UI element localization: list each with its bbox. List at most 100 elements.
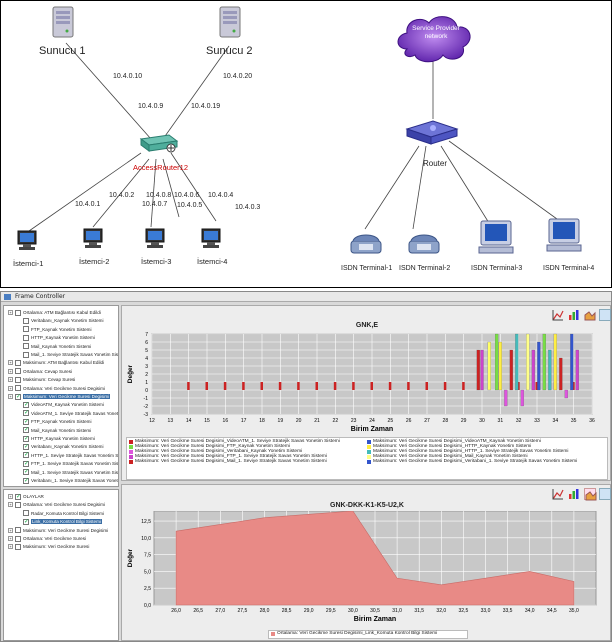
tree-item-label: Ortalama: Veri Gecikme Suresi Degisimi — [23, 385, 105, 391]
expand-toggle-icon[interactable]: + — [8, 544, 13, 550]
tree-item[interactable]: Veritabanı_Kaynak Yonetim Sistemi — [16, 316, 104, 325]
expand-toggle-icon[interactable]: + — [8, 527, 13, 533]
tree-checkbox[interactable] — [23, 334, 29, 341]
tree-checkbox[interactable]: ✓ — [23, 460, 30, 467]
isp-router-node[interactable] — [403, 117, 463, 149]
tree-checkbox[interactable] — [15, 527, 21, 534]
tree-checkbox[interactable] — [15, 543, 21, 550]
tree-item[interactable]: + Ortalama: Cevap Suresi — [8, 367, 72, 376]
settings-icon[interactable] — [599, 488, 611, 500]
tree-item[interactable]: +Ortalama: Veri Gecikme Suresi Degisimi — [8, 500, 105, 509]
area-chart-icon[interactable] — [584, 309, 596, 321]
tree-checkbox[interactable] — [15, 368, 21, 375]
area-chart-icon[interactable] — [584, 488, 597, 501]
tree-checkbox[interactable] — [15, 501, 21, 508]
tree-item[interactable]: ✓Veritabanı_Kaynak Yonetim Sistemi — [16, 442, 104, 451]
tree-item[interactable]: ✓VideoATM_1. Seviye Stratejik Savas Yone… — [16, 409, 118, 418]
x-tick-label: 32,0 — [436, 608, 446, 614]
tree-checkbox[interactable] — [23, 326, 29, 333]
tree-item[interactable]: HTTP_Kaynak Yonetim Sistemi — [16, 333, 95, 342]
isdn-terminal-4-label: ISDN Terminal-4 — [543, 265, 595, 272]
tree-item[interactable]: Radar_Komuta Kontrol Bilgi Sistemi — [16, 509, 104, 518]
y-tick-label: 5,0 — [144, 569, 151, 575]
tree-item[interactable]: + Ortalama: Veri Gecikme Suresi Degisimi — [8, 384, 105, 393]
tree-checkbox[interactable] — [15, 535, 21, 542]
x-tick-label: 32 — [516, 418, 522, 424]
legend-label: Maksimum: Veri Gecikme Suresi Degisimi_V… — [135, 449, 303, 454]
bar-chart-icon[interactable] — [568, 309, 580, 321]
tree-checkbox[interactable]: ✓ — [23, 427, 30, 434]
tree-checkbox[interactable]: ✓ — [23, 452, 30, 459]
access-router-node[interactable] — [139, 131, 189, 159]
expand-toggle-icon[interactable]: + — [8, 536, 13, 541]
tree-checkbox[interactable] — [23, 351, 29, 358]
tree-item[interactable]: ✓HTTP_Kaynak Yonetim Sistemi — [16, 434, 95, 443]
tree-item[interactable]: ✓Mail_1. Seviye Stratejik Savas Yonetim … — [16, 468, 118, 477]
tree-checkbox[interactable] — [15, 385, 21, 392]
expand-toggle-icon[interactable]: + — [8, 377, 13, 383]
tree-checkbox[interactable]: ✓ — [23, 477, 30, 484]
tree-checkbox[interactable] — [23, 510, 29, 517]
expand-toggle-icon[interactable]: + — [8, 360, 13, 366]
tree-item[interactable]: +Maksimum: Veri Gecikme Suresi — [8, 542, 89, 551]
expand-toggle-icon[interactable]: + — [8, 394, 13, 399]
isdn-terminal-1-label: ISDN Terminal-1 — [341, 265, 393, 272]
tree-item[interactable]: + Ortalama: ATM Bağlantısı Kabul Edildi — [8, 308, 101, 317]
tree-checkbox[interactable]: ✓ — [23, 410, 30, 417]
tree-checkbox[interactable]: ✓ — [15, 393, 22, 400]
tree-item[interactable]: ✓Mail_Kaynak Yonetim Sistemi — [16, 426, 91, 435]
tree-checkbox[interactable]: ✓ — [23, 418, 30, 425]
tree-item[interactable]: Mail_Kaynak Yonetim Sistemi — [16, 342, 91, 351]
line-chart-icon[interactable] — [552, 488, 564, 500]
line-chart-icon[interactable] — [552, 309, 564, 321]
bar-chart-icon[interactable] — [568, 488, 580, 500]
tree-item-label: Ortalama: ATM Bağlantısı Kabul Edildi — [23, 310, 101, 315]
tree-checkbox[interactable] — [15, 359, 21, 366]
x-tick-label: 36 — [589, 418, 595, 424]
tree-checkbox[interactable]: ✓ — [15, 493, 22, 500]
workstation-icon — [478, 220, 514, 254]
settings-icon[interactable] — [599, 309, 611, 321]
tree-item-label: Veritabanı_1. Seviye Stratejik Savas Yon… — [31, 478, 118, 483]
tree-item[interactable]: ✓FTP_1. Seviye Stratejik Savas Yonetim S… — [16, 459, 118, 468]
tree-item[interactable]: +Maksimum: Cevap Suresi — [8, 375, 75, 384]
tree-checkbox[interactable] — [23, 317, 29, 324]
tree-checkbox[interactable] — [15, 376, 21, 383]
tree-item[interactable]: FTP_Kaynak Yonetim Sistemi — [16, 325, 92, 334]
tree-checkbox[interactable]: ✓ — [23, 518, 30, 525]
window-title: Frame Controller — [15, 293, 66, 300]
window-titlebar: Frame Controller — [1, 292, 611, 302]
tree-checkbox[interactable]: ✓ — [23, 443, 30, 450]
tree-item[interactable]: ✓FTP_Kaynak Yonetim Sistemi — [16, 417, 92, 426]
tree-bottom[interactable]: +✓OLAYLAR+Ortalama: Veri Gecikme Suresi … — [3, 489, 119, 641]
service-provider-cloud[interactable]: Service Provider network — [393, 9, 477, 67]
tree-checkbox[interactable] — [23, 343, 29, 350]
expand-toggle-icon[interactable]: + — [8, 310, 13, 315]
tree-checkbox[interactable]: ✓ — [23, 401, 30, 408]
expand-toggle-icon[interactable]: + — [8, 368, 13, 374]
tree-item[interactable]: ✓Link_Komuta Kontrol Bilgi Sistemi — [16, 517, 102, 526]
bar — [278, 382, 282, 390]
tree-checkbox[interactable] — [15, 309, 21, 316]
tree-item-label: Ortalama: Cevap Suresi — [23, 368, 73, 374]
y-axis-label: Değer — [127, 364, 134, 383]
expand-toggle-icon[interactable]: + — [8, 385, 13, 391]
bar — [487, 341, 491, 391]
tree-item[interactable]: ✓Veritabanı_1. Seviye Stratejik Savas Yo… — [16, 476, 118, 485]
tree-item[interactable]: ✓VideoATM_Kaynak Yonetim Sistemi — [16, 400, 104, 409]
tree-item[interactable]: +✓OLAYLAR — [8, 492, 44, 501]
tree-item[interactable]: ✓HTTP_1. Seviye Stratejik Savas Yonetim … — [16, 451, 118, 460]
tree-item[interactable]: +Ortalama: Veri Gecikme Suresi — [8, 534, 86, 543]
tree-item[interactable]: +Maksimum: Veri Gecikme Suresi Degisimi — [8, 526, 108, 535]
tree-checkbox[interactable]: ✓ — [23, 435, 30, 442]
expand-toggle-icon[interactable]: + — [8, 502, 13, 508]
tree-item[interactable]: +Maksimum: ATM Bağlantısı Kabul Edildi — [8, 358, 104, 367]
expand-toggle-icon[interactable]: + — [8, 494, 13, 499]
tree-item[interactable]: Mail_1. Seviye Stratejik Savas Yonetim S… — [16, 350, 118, 359]
bar — [542, 333, 546, 391]
x-tick-label: 29,5 — [326, 608, 336, 614]
tree-item[interactable]: +✓Maksimum: Veri Gecikme Suresi Degisimi — [8, 392, 111, 401]
tree-checkbox[interactable]: ✓ — [23, 469, 30, 476]
y-tick-label: 7 — [145, 332, 148, 338]
